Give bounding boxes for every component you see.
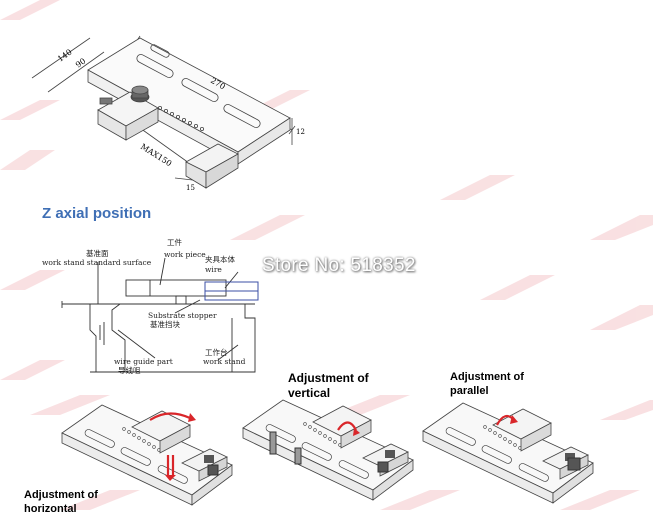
dim-12-label: 12 <box>296 128 305 136</box>
caption-vertical: Adjustment of vertical <box>288 371 369 400</box>
label-jizhunmian: 基准面 <box>86 249 109 258</box>
label-gongzuotai: 工作台 <box>205 348 228 357</box>
label-wire-guide-part: wire guide part <box>114 357 173 366</box>
label-daoxianju: 导线咀 <box>118 366 141 375</box>
label-substrate-stopper: Substrate stopper <box>148 311 217 320</box>
label-gongjian: 工件 <box>167 238 182 247</box>
label-jizhun-dangkuai: 基准挡块 <box>150 320 180 329</box>
dim-140-line <box>31 37 91 79</box>
caption-horizontal: Adjustment of horizontal <box>24 489 98 515</box>
dim-90-line <box>47 51 105 93</box>
label-work-stand-standard-surface: work stand standard surface <box>42 258 152 267</box>
arrow-horizontal-vertical <box>166 455 175 475</box>
caption-parallel: Adjustment of parallel <box>450 371 524 397</box>
arrow-horizontal-rotate <box>149 412 191 421</box>
label-jiaju-benti: 夹具本体 <box>205 255 235 264</box>
fixture-vertical <box>242 399 414 501</box>
label-work-piece: work piece <box>164 250 206 259</box>
store-watermark: Store No: 518352 <box>262 255 416 276</box>
arrow-vertical-rotate <box>337 421 357 431</box>
label-work-stand: work stand <box>203 357 246 366</box>
section-title: Z axial position <box>42 205 152 222</box>
dim-15-label: 15 <box>186 184 195 192</box>
label-wire: wire <box>205 265 222 274</box>
fixture-parallel <box>422 402 594 504</box>
